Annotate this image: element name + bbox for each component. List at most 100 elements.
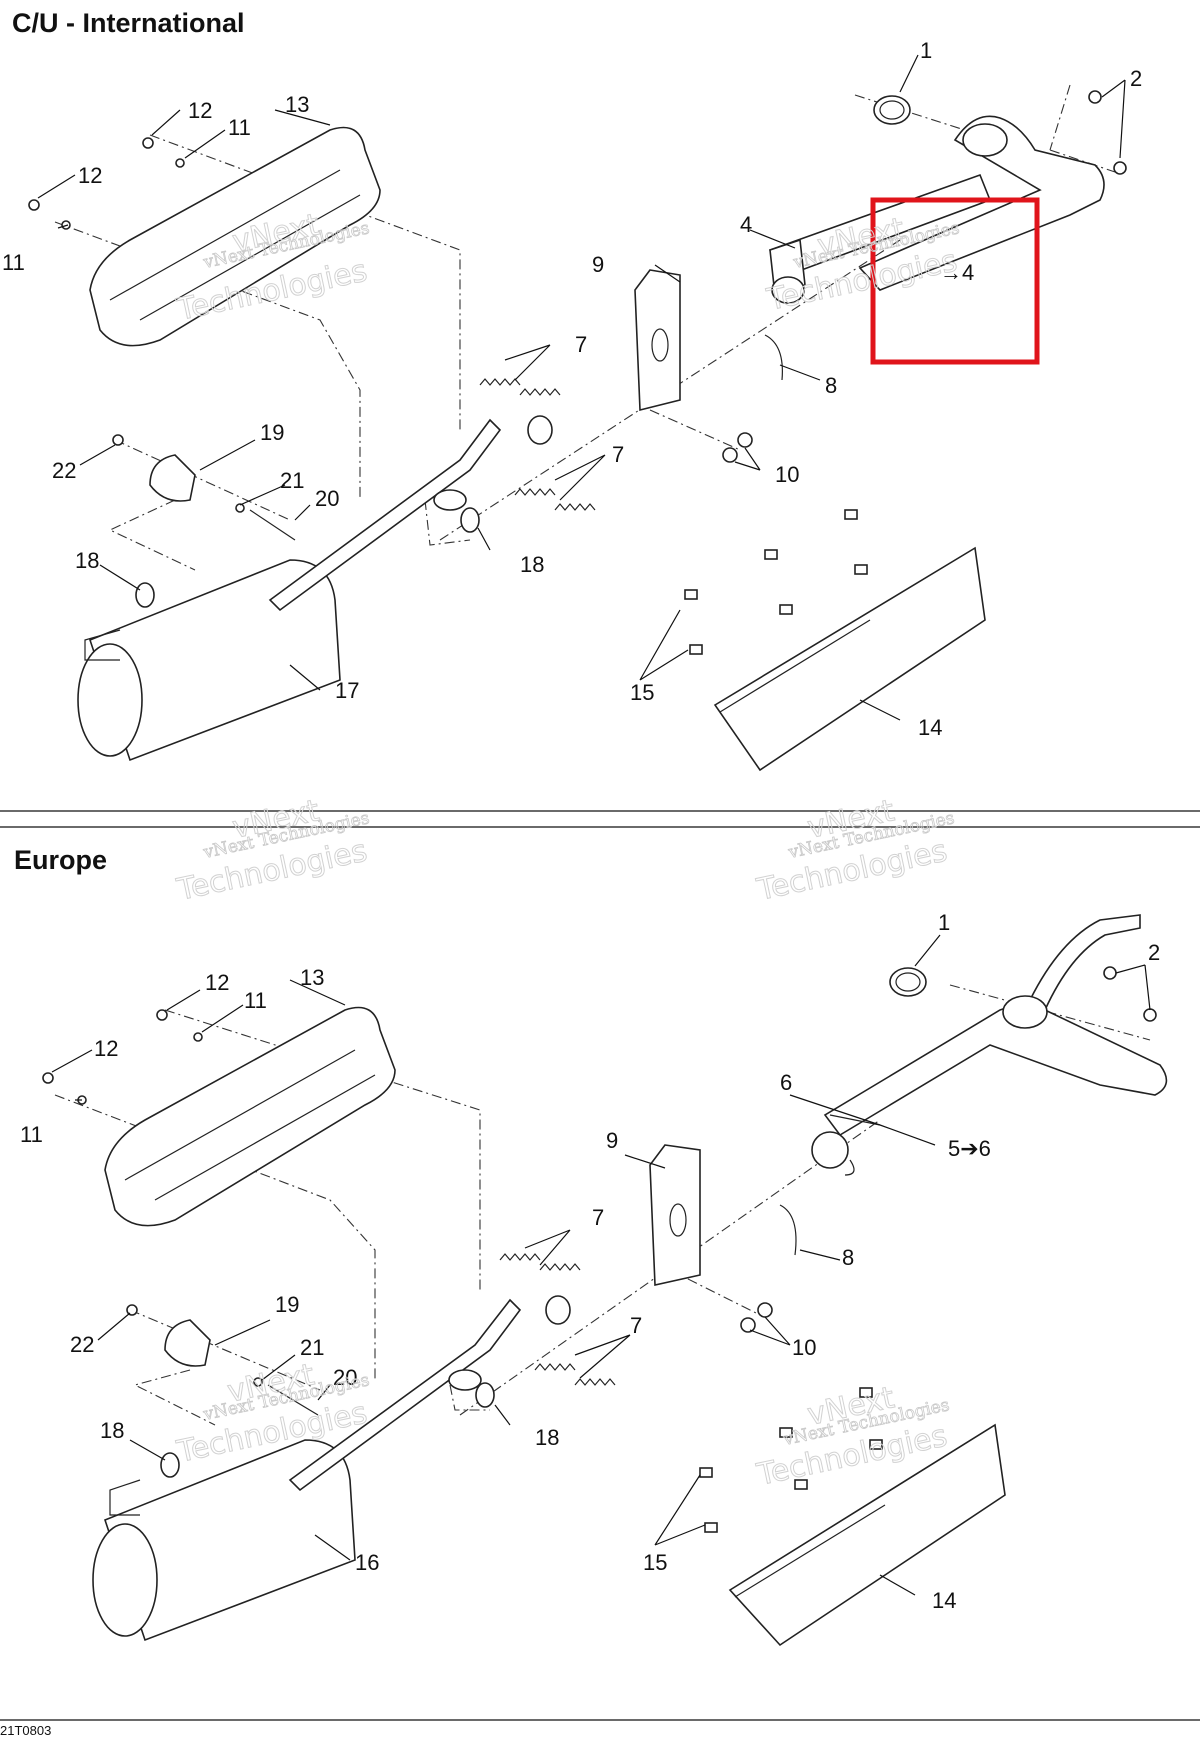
rubber-grommet xyxy=(135,582,155,608)
pipe-clip-pin xyxy=(829,1114,881,1126)
pipe-inlet-end xyxy=(545,1295,571,1325)
callout-10: 10 xyxy=(792,1335,816,1360)
callout-20: 20 xyxy=(333,1365,357,1390)
shield-screw xyxy=(42,1072,54,1084)
resonator xyxy=(448,1369,482,1391)
callout-7: 7 xyxy=(612,442,624,467)
callout-19: 19 xyxy=(260,420,284,445)
hanger-hook xyxy=(764,334,783,381)
callout-21: 21 xyxy=(280,468,304,493)
flange-nut xyxy=(1088,90,1102,104)
assembly-line xyxy=(459,1119,881,1416)
pipe-clip xyxy=(844,1159,855,1176)
highlight-box xyxy=(870,197,1040,365)
rubber-grommet xyxy=(460,507,480,533)
mounting-bracket xyxy=(649,1144,701,1286)
assembly-line xyxy=(114,439,291,521)
shield-clip xyxy=(844,509,858,520)
flange-nut xyxy=(1103,966,1117,980)
callout-3-to-4: →4 xyxy=(940,260,974,285)
assembly-line xyxy=(424,499,471,546)
callout-2: 2 xyxy=(1148,940,1160,965)
tailpipe-bracket xyxy=(84,629,121,661)
exhaust-spring xyxy=(539,1263,581,1271)
mounting-bracket xyxy=(634,269,681,412)
header-pipe xyxy=(823,914,1168,1137)
callout-17: 17 xyxy=(335,678,359,703)
callout-19: 19 xyxy=(275,1292,299,1317)
shield-screw xyxy=(156,1009,168,1021)
callout-leaders xyxy=(37,54,1126,721)
callout-15: 15 xyxy=(643,1550,667,1575)
muffler-inlet-pipe xyxy=(288,1298,522,1492)
pipe-end-cap xyxy=(811,1131,849,1169)
shield-clip xyxy=(704,1522,718,1533)
header-flange xyxy=(962,123,1008,157)
callout-7: 7 xyxy=(630,1313,642,1338)
flange-nut xyxy=(1113,161,1127,175)
callout-7: 7 xyxy=(592,1205,604,1230)
assembly-line xyxy=(669,1269,761,1316)
callout-6: 6 xyxy=(780,1070,792,1095)
lower-heat-shield xyxy=(728,1423,1006,1647)
bolt xyxy=(722,447,738,463)
clamp-nut xyxy=(112,434,124,446)
shield-clip xyxy=(779,604,793,615)
section-cu-international: C/U - International xyxy=(2,8,1142,772)
callout-21: 21 xyxy=(300,1335,324,1360)
shield-screw xyxy=(142,137,154,149)
assembly-line xyxy=(1049,84,1116,173)
callout-12: 12 xyxy=(205,970,229,995)
callout-10: 10 xyxy=(775,462,799,487)
shield-clip xyxy=(854,564,868,575)
rubber-grommet xyxy=(160,1452,180,1478)
clamp-washer xyxy=(235,503,245,513)
callout-11: 11 xyxy=(2,250,25,275)
callout-2: 2 xyxy=(1130,66,1142,91)
tailpipe-bracket xyxy=(109,1479,141,1516)
shield-clip xyxy=(699,1467,713,1478)
callout-22: 22 xyxy=(52,458,76,483)
assembly-line xyxy=(449,1384,490,1411)
bracket-slot xyxy=(669,1203,687,1237)
callout-12: 12 xyxy=(78,163,102,188)
assembly-line xyxy=(649,409,741,451)
exhaust-spring xyxy=(519,388,561,396)
heat-shield-ribs xyxy=(124,1049,376,1201)
lower-heat-shield xyxy=(713,546,986,772)
callout-leaders xyxy=(51,934,1151,1596)
clamp-bolt xyxy=(249,509,296,541)
hanger-hook xyxy=(779,1204,797,1256)
section-europe: Europe vNext Technologies Technologies v… xyxy=(14,793,1168,1647)
exhaust-spring xyxy=(479,378,521,386)
callout-5-to-6: 5➔6 xyxy=(948,1136,991,1161)
shield-clip xyxy=(684,589,698,600)
callout-14: 14 xyxy=(918,715,942,740)
exhaust-spring xyxy=(574,1378,616,1386)
shield-clip xyxy=(689,644,703,655)
shield-screw xyxy=(28,199,40,211)
callout-18: 18 xyxy=(520,552,544,577)
shield-washer xyxy=(175,158,185,168)
bolt xyxy=(740,1317,756,1333)
callout-1: 1 xyxy=(920,38,932,63)
callout-20: 20 xyxy=(315,486,339,511)
callout-9: 9 xyxy=(606,1128,618,1153)
exhaust-spring xyxy=(534,1363,576,1371)
upper-heat-shield xyxy=(89,126,381,347)
callout-18: 18 xyxy=(100,1418,124,1443)
callout-1: 1 xyxy=(938,910,950,935)
gasket-ring-inner xyxy=(879,100,905,120)
section-title: Europe xyxy=(14,845,107,875)
muffler-inlet-pipe xyxy=(268,418,502,612)
callout-15: 15 xyxy=(630,680,654,705)
shield-clip xyxy=(794,1479,808,1490)
header-pipe xyxy=(858,115,1105,291)
gasket-ring xyxy=(873,95,911,125)
section-title: C/U - International xyxy=(12,8,245,38)
callout-8: 8 xyxy=(825,373,837,398)
flange-nut xyxy=(1143,1008,1157,1022)
assembly-line xyxy=(108,499,196,571)
callout-16: 16 xyxy=(355,1550,379,1575)
